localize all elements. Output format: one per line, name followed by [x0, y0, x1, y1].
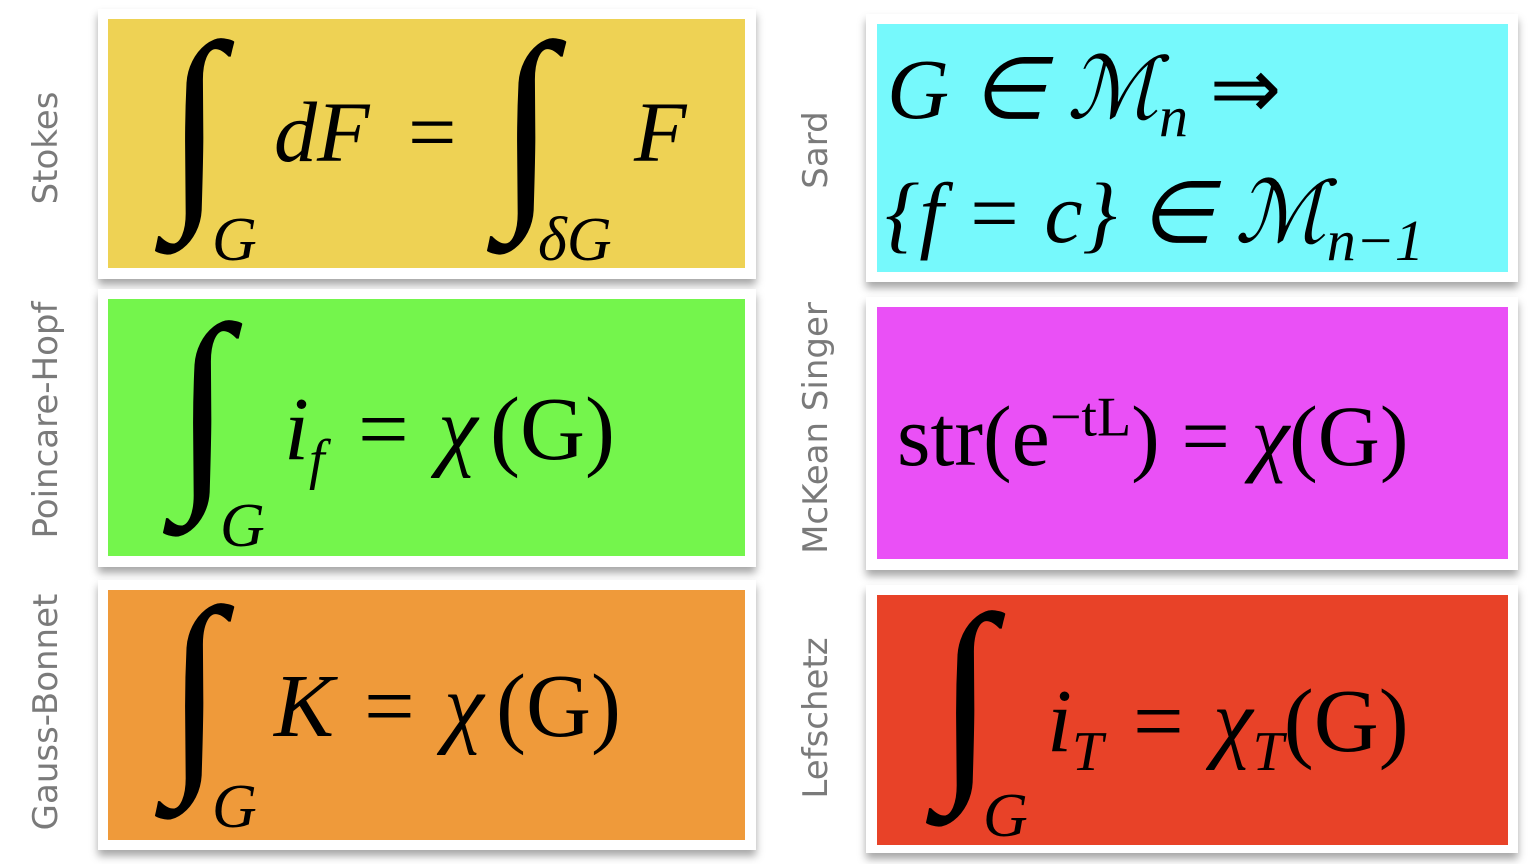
argument: (G) — [496, 657, 621, 756]
close-paren: ) — [1131, 388, 1160, 484]
level-set-membership: {f = c} ∈ ℳ — [885, 165, 1327, 261]
chi: χ — [1251, 388, 1290, 484]
index-i: iT — [1047, 677, 1103, 781]
sard-line-1: G ∈ ℳn ⇒ — [887, 46, 1282, 146]
index-i: if — [284, 385, 325, 489]
dimension-subscript: n−1 — [1326, 208, 1424, 272]
label-poincare-hopf: Poincare-Hopf — [26, 301, 66, 539]
rhs: F — [634, 84, 687, 180]
equals: = — [364, 657, 415, 756]
integral-subscript: G — [983, 782, 1028, 845]
lefschetz-card: ∫ G iT = χT(G) — [866, 585, 1518, 853]
chi: χ — [438, 380, 478, 479]
integral-sign: ∫ — [174, 299, 232, 526]
curvature-k: K — [274, 657, 335, 756]
equals: = — [408, 84, 457, 180]
index-subscript: f — [309, 429, 325, 491]
manifold-membership: G ∈ ℳ — [887, 41, 1159, 137]
sard-line-2: {f = c} ∈ ℳn−1 — [885, 170, 1424, 270]
mckean-singer-formula: str(e−tL) = χ(G) — [877, 307, 1508, 559]
supertrace: str(e−tL) = χ(G) — [897, 389, 1409, 479]
str-open: str(e — [897, 388, 1050, 484]
lefschetz-formula: ∫ G iT = χT(G) — [877, 595, 1508, 845]
mckean-singer-card: str(e−tL) = χ(G) — [866, 297, 1518, 570]
sard-card: G ∈ ℳn ⇒ {f = c} ∈ ℳn−1 — [866, 14, 1518, 282]
label-mckean-singer: McKean Singer — [796, 302, 836, 554]
equals: = — [1181, 388, 1230, 484]
dimension-subscript: n — [1158, 84, 1188, 150]
equals: = — [1133, 672, 1184, 771]
integral-sign: ∫ — [166, 590, 224, 809]
integral-sign: ∫ — [937, 595, 995, 816]
argument: (G) — [1283, 672, 1409, 771]
chi: χ — [444, 657, 484, 756]
chi: χ — [1213, 672, 1253, 771]
lhs: dF — [274, 84, 370, 180]
stokes-card: ∫ G dF = ∫ δG F — [98, 9, 756, 279]
index-subscript: T — [1072, 721, 1104, 783]
stokes-formula: ∫ G dF = ∫ δG F — [108, 19, 745, 268]
integral-subscript: G — [212, 206, 257, 268]
label-stokes: Stokes — [26, 91, 66, 205]
integral-sign: ∫ — [166, 19, 224, 244]
heat-exponent: −tL — [1049, 386, 1132, 449]
gauss-bonnet-card: ∫ G K = χ (G) — [98, 580, 756, 850]
i: i — [1047, 672, 1073, 771]
integral-subscript: G — [220, 492, 265, 556]
label-lefschetz: Lefschetz — [796, 637, 836, 799]
sard-formula: G ∈ ℳn ⇒ {f = c} ∈ ℳn−1 — [877, 24, 1508, 272]
argument: (G) — [490, 380, 615, 479]
chi-subscript: T — [1252, 721, 1284, 783]
label-sard: Sard — [796, 111, 836, 189]
equals: = — [358, 380, 409, 479]
implies-arrow: ⇒ — [1209, 41, 1282, 137]
label-gauss-bonnet: Gauss-Bonnet — [26, 593, 66, 831]
gauss-bonnet-formula: ∫ G K = χ (G) — [108, 590, 745, 840]
argument: (G) — [1289, 388, 1409, 484]
i: i — [284, 380, 310, 479]
poincare-hopf-formula: ∫ G if = χ (G) — [108, 299, 745, 556]
poincare-hopf-card: ∫ G if = χ (G) — [98, 289, 756, 567]
integral-subscript: G — [212, 773, 257, 840]
lefschetz-number: χT(G) — [1213, 677, 1409, 781]
integral-sign: ∫ — [498, 19, 556, 244]
integral-subscript: δG — [538, 206, 612, 268]
